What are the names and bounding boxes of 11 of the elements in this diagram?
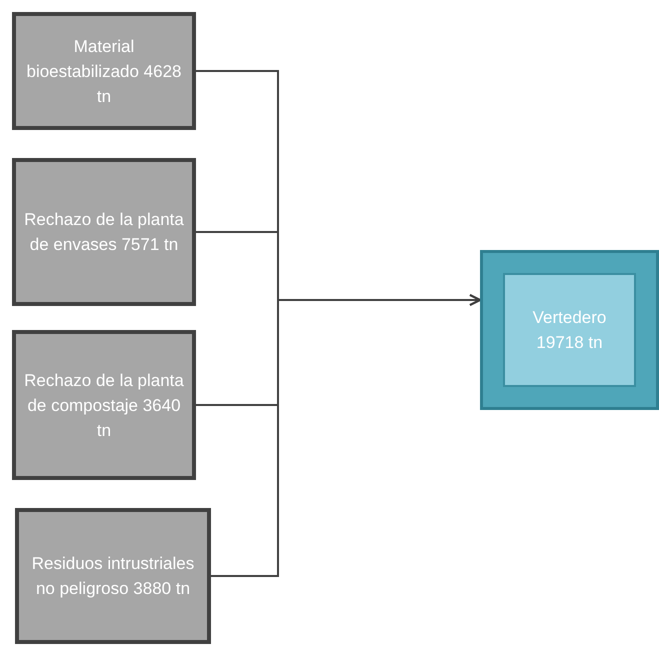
node-label: Rechazo de la planta de envases 7571 tn [23, 209, 185, 256]
source-box [12, 330, 196, 480]
source-box [15, 508, 211, 644]
node-label: Rechazo de la planta de compostaje 3640 tn [23, 370, 185, 442]
source-box [12, 158, 196, 306]
node-label: Vertedero 19718 tn [532, 307, 608, 354]
node-label: Material bioestabilizado 4628 tn [25, 36, 182, 108]
arrow [211, 294, 481, 577]
source-box [12, 12, 196, 130]
node-label: Residuos intrustriales no peligroso 3880 tn [30, 553, 196, 600]
destination-box [480, 250, 659, 410]
